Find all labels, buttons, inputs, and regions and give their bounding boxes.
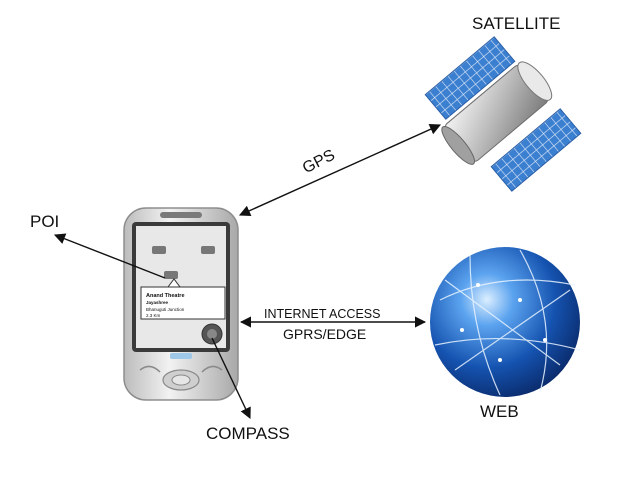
internet-access-label: INTERNET ACCESS	[264, 307, 380, 321]
gprs-edge-label: GPRS/EDGE	[283, 326, 366, 342]
web-globe-icon	[430, 247, 580, 397]
satellite-icon	[425, 37, 581, 191]
satellite-label: SATELLITE	[472, 14, 561, 34]
poi-bubble-distance: 2.3 Km	[146, 313, 160, 318]
poi-bubble-subtitle: Jayashree	[146, 300, 168, 305]
gps-arrow	[240, 125, 440, 215]
poi-label: POI	[30, 212, 59, 232]
poi-bubble-title: Anand Theatre	[146, 293, 185, 299]
mobile-phone-icon	[124, 208, 238, 400]
poi-bubble-address: Bhanuguti Junction	[146, 307, 184, 312]
web-label: WEB	[480, 402, 519, 422]
compass-label: COMPASS	[206, 424, 290, 444]
